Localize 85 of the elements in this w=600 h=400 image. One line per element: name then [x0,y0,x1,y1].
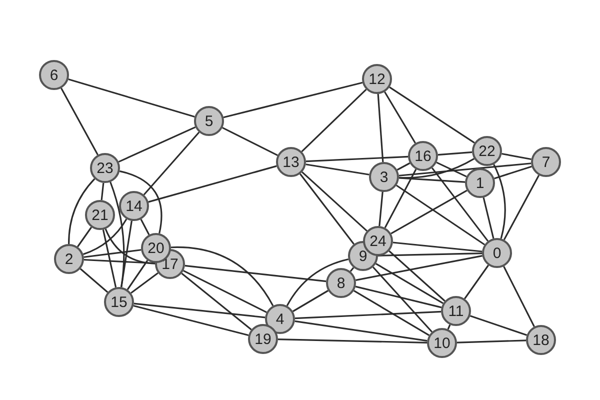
edge-line [100,182,104,200]
graph-node: 3 [369,162,399,192]
edge-line [118,126,196,163]
edge-line [82,218,128,256]
edge-line [133,304,249,336]
graph-node: 0 [482,238,512,268]
graph-node: 12 [362,64,392,94]
edge-line [60,88,98,156]
edge-line [470,315,528,336]
edge-line [68,178,96,244]
edge-line [181,272,252,330]
edge-line [436,162,467,178]
graph-node: 18 [526,325,556,355]
edge-line [493,164,506,239]
edge-line [302,172,368,232]
edge-line [184,264,326,282]
graph-node: 14 [119,191,149,221]
edge-line [294,320,428,342]
edge-line [377,94,384,162]
graph-node: 5 [194,106,224,136]
graph-node: 7 [531,147,561,177]
edge-line [148,165,277,203]
edge-line [292,290,328,312]
edge-line [447,324,451,330]
edge-line [502,152,532,160]
edge-line [223,82,363,118]
graph-node: 15 [104,287,134,317]
edge-line [494,166,532,180]
edge-line [355,286,442,308]
graph-node: 23 [90,153,120,183]
edge-line [130,272,158,294]
edge-line [222,127,278,156]
edge-line [278,338,428,344]
edge-line [301,88,367,152]
edge-line [183,270,267,313]
edge-line [388,250,446,302]
edge-line [143,132,200,196]
edge-line [398,177,466,183]
edge-line [464,264,489,300]
edge-line [84,249,142,258]
edge-line [389,86,475,144]
edge-line [350,267,354,272]
edge-line [398,162,532,176]
graph-node: 22 [472,136,502,166]
graph-node: 10 [427,328,457,358]
edge-line [68,78,195,118]
graph-node: 4 [265,304,295,334]
edge-line [306,156,408,162]
edge-line [119,170,162,234]
edge-line [104,228,156,264]
edge-line [134,302,266,318]
graph-node: 19 [248,324,278,354]
edge-line [378,192,384,226]
graph-node: 13 [276,147,306,177]
edge-line [503,266,535,327]
edge-line [376,262,444,304]
edge-line [286,258,349,306]
edge-line [431,167,489,242]
edge-line [170,246,274,306]
graph-node: 2 [54,244,84,274]
graph-node: 11 [441,296,471,326]
graph-node: 8 [326,268,356,298]
edge-line [299,173,355,245]
graph-node: 6 [39,60,69,90]
edge-line [140,218,150,236]
edge-line [306,164,370,176]
edge-line [438,151,472,156]
edge-line [390,190,468,234]
edge-line [396,162,410,171]
edge-line [294,310,442,320]
edge-line [392,242,482,252]
graph-node: 1 [465,168,495,198]
edge-line [76,226,92,248]
edge-line [503,174,540,240]
edge-line [384,168,417,228]
graph-node: 21 [85,200,115,230]
edge-line [102,229,117,288]
edge-line [80,268,108,293]
edge-line [120,220,132,288]
edge-line [482,197,494,239]
edge-line [356,255,482,281]
edge-line [396,184,485,246]
edge-line [456,340,526,344]
graph-node: 16 [408,141,438,171]
edge-line [372,266,432,332]
